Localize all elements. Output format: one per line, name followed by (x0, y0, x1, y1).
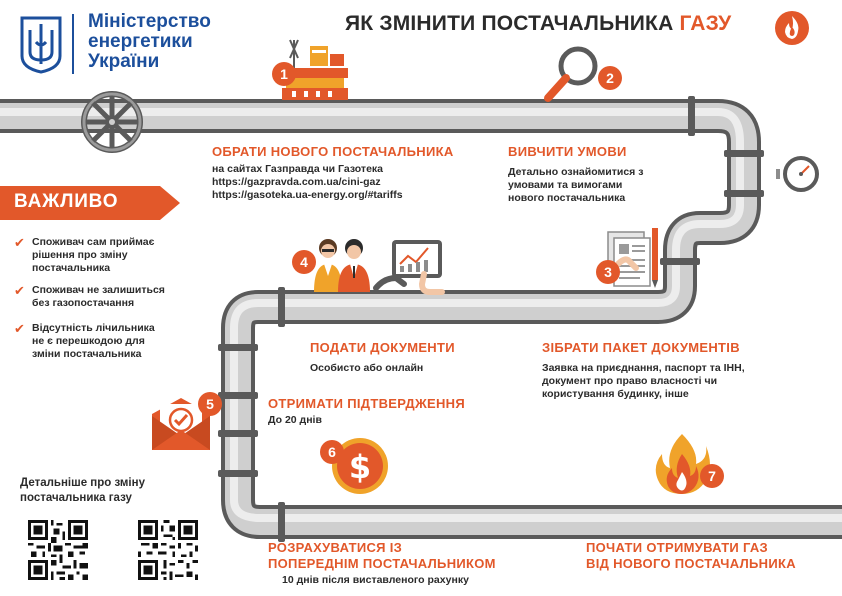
people-tablet-icon (314, 239, 445, 295)
valve-wheel-icon (81, 91, 143, 153)
step-7-title-line-1: ПОЧАТИ ОТРИМУВАТИ ГАЗ (586, 540, 768, 555)
pressure-gauge-icon (776, 156, 819, 192)
step-5-text-line-1: До 20 днів (268, 414, 322, 426)
step-6-text: 10 днів після виставленого рахунку (282, 574, 469, 587)
step-2-text-line-2: умовами та вимогами (508, 179, 623, 191)
step-2-title: ВИВЧИТИ УМОВИ (508, 144, 627, 159)
step-2-text-line-3: нового постачальника (508, 192, 626, 204)
step-3-title: ЗІБРАТИ ПАКЕТ ДОКУМЕНТІВ (542, 340, 740, 355)
step-4-text-line-1: Особисто або онлайн (310, 362, 424, 374)
trident-coat-of-arms-icon (20, 16, 62, 74)
envelope-check-icon (152, 398, 210, 450)
step-1-title: ОБРАТИ НОВОГО ПОСТАЧАЛЬНИКА (212, 144, 454, 159)
svg-text:$: $ (349, 448, 371, 486)
step-4-badge: 4 (292, 250, 316, 274)
step-6-title: РОЗРАХУВАТИСЯ ІЗ ПОПЕРЕДНІМ ПОСТАЧАЛЬНИК… (268, 540, 496, 572)
dollar-coin-icon: $ (332, 438, 388, 494)
step-3-text: Заявка на приєднання, паспорт та ІНН, до… (542, 362, 745, 401)
more-info: Детальніше про зміну постачальника газу (20, 476, 145, 506)
step-2-text-line-1: Детально ознайомитися з (508, 166, 644, 178)
step-1-link-gazpravda[interactable]: https://gazpravda.com.ua/cini-gaz (212, 176, 381, 188)
flame-icon (775, 11, 809, 45)
step-3-text-line-2: документ про право власності чи (542, 375, 718, 387)
check-icon: ✔ (14, 283, 25, 298)
documents-pencil-icon (607, 228, 658, 288)
important-item-2-line-1: Споживач не залишиться (32, 284, 165, 296)
step-7-badge: 7 (700, 464, 724, 488)
step-6-text-line-1: 10 днів після виставленого рахунку (282, 574, 469, 586)
page-title-accent: ГАЗУ (679, 12, 732, 35)
step-1-badge: 1 (272, 62, 296, 86)
important-item-1-line-3: постачальника (32, 262, 111, 274)
important-item-3-line-1: Відсутність лічильника (32, 322, 155, 334)
important-label: ВАЖЛИВО (14, 191, 119, 212)
step-3-text-line-1: Заявка на приєднання, паспорт та ІНН, (542, 362, 745, 374)
step-3-text-line-3: користування будинку, інше (542, 388, 689, 400)
gas-plant-icon (282, 39, 348, 100)
pipe-flanges (218, 96, 764, 542)
step-7-title: ПОЧАТИ ОТРИМУВАТИ ГАЗ ВІД НОВОГО ПОСТАЧА… (586, 540, 796, 572)
step-5-title: ОТРИМАТИ ПІДТВЕРДЖЕННЯ (268, 396, 466, 411)
check-icon: ✔ (14, 321, 25, 336)
more-info-line-2: постачальника газу (20, 492, 132, 504)
pipe-lower (221, 416, 842, 539)
important-item-1-line-2: рішення про зміну (32, 249, 128, 261)
important-item-3-line-3: зміни постачальника (32, 348, 142, 360)
important-item-1-line-1: Споживач сам приймає (32, 236, 155, 248)
page-title: ЯК ЗМІНИТИ ПОСТАЧАЛЬНИКА ГАЗУ (345, 12, 731, 36)
important-banner (0, 186, 180, 220)
step-7-title-line-2: ВІД НОВОГО ПОСТАЧАЛЬНИКА (586, 556, 796, 571)
more-info-line-1: Детальніше про зміну (20, 477, 145, 489)
step-4-title: ПОДАТИ ДОКУМЕНТИ (310, 340, 455, 355)
qr-code-gasoteka[interactable] (138, 520, 198, 580)
step-3-badge: 3 (596, 260, 620, 284)
header-divider (72, 14, 74, 74)
ministry-name: Міністерство енергетики України (88, 12, 211, 72)
important-item-3: ✔ Відсутність лічильника не є перешкодою… (14, 322, 155, 361)
magnifier-icon (544, 46, 598, 102)
step-2-text: Детально ознайомитися з умовами та вимог… (508, 166, 643, 205)
step-2-badge: 2 (598, 66, 622, 90)
step-5-text: До 20 днів (268, 414, 322, 427)
qr-code-gazpravda[interactable] (28, 520, 88, 580)
important-item-2-line-2: без газопостачання (32, 297, 135, 309)
step-1-text: на сайтах Газправда чи Газотека https://… (212, 163, 403, 202)
ministry-line-2: енергетики (88, 31, 193, 52)
important-item-1: ✔ Споживач сам приймає рішення про зміну… (14, 236, 154, 275)
check-icon: ✔ (14, 235, 25, 250)
step-6-badge: 6 (320, 440, 344, 464)
important-item-2: ✔ Споживач не залишиться без газопостача… (14, 284, 165, 310)
step-1-text-line-1: на сайтах Газправда чи Газотека (212, 163, 384, 175)
ministry-line-1: Міністерство (88, 11, 211, 32)
important-item-3-line-2: не є перешкодою для (32, 335, 145, 347)
step-6-title-line-1: РОЗРАХУВАТИСЯ ІЗ (268, 540, 403, 555)
step-6-title-line-2: ПОПЕРЕДНІМ ПОСТАЧАЛЬНИКОМ (268, 556, 496, 571)
step-4-text: Особисто або онлайн (310, 362, 423, 375)
ministry-line-3: України (88, 51, 160, 72)
step-1-link-gasoteka[interactable]: https://gasoteka.ua-energy.org/#tariffs (212, 189, 403, 201)
page-title-main: ЯК ЗМІНИТИ ПОСТАЧАЛЬНИКА (345, 12, 680, 35)
pipe-upper (0, 99, 761, 416)
step-5-badge: 5 (198, 392, 222, 416)
fire-icon (655, 434, 710, 494)
